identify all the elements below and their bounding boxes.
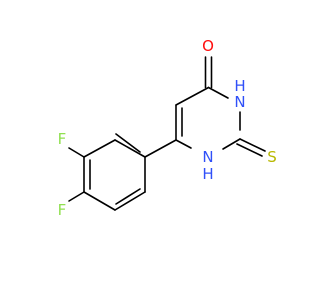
atom-nitrogen-1: N	[202, 148, 213, 166]
bond-ar1-ar2	[114, 139, 146, 158]
atom-labels: O N H N H S F F	[58, 37, 277, 219]
bond-ar2-ar3	[83, 139, 116, 158]
bond-c4-n3	[207, 86, 229, 99]
molecule-structure-diagram: O N H N H S F F	[58, 37, 277, 219]
atom-oxygen: O	[202, 37, 214, 55]
bond-lines	[68, 56, 266, 211]
bond-ar5-ar6	[114, 191, 146, 211]
atom-hydrogen-1: H	[202, 165, 213, 183]
atom-fluorine-4: F	[58, 201, 67, 219]
atom-hydrogen-3: H	[234, 77, 245, 95]
bond-c2-n1	[222, 138, 241, 150]
bond-ar4-f	[68, 191, 85, 202]
atom-sulfur: S	[267, 148, 277, 166]
bond-ar1-ar2-double	[115, 133, 141, 153]
bond-c6-aryl	[144, 139, 177, 158]
bond-ar4-ar5	[83, 191, 116, 211]
bond-c2-s-double	[236, 143, 263, 157]
bond-ar3-f	[68, 147, 85, 158]
bond-c5-c4	[175, 86, 210, 106]
atom-fluorine-3: F	[58, 130, 67, 148]
bond-n1-c6	[175, 139, 192, 149]
bond-ar5-ar6-double	[115, 188, 141, 205]
bond-c2-s	[239, 138, 266, 152]
atom-nitrogen-3: N	[234, 93, 245, 111]
